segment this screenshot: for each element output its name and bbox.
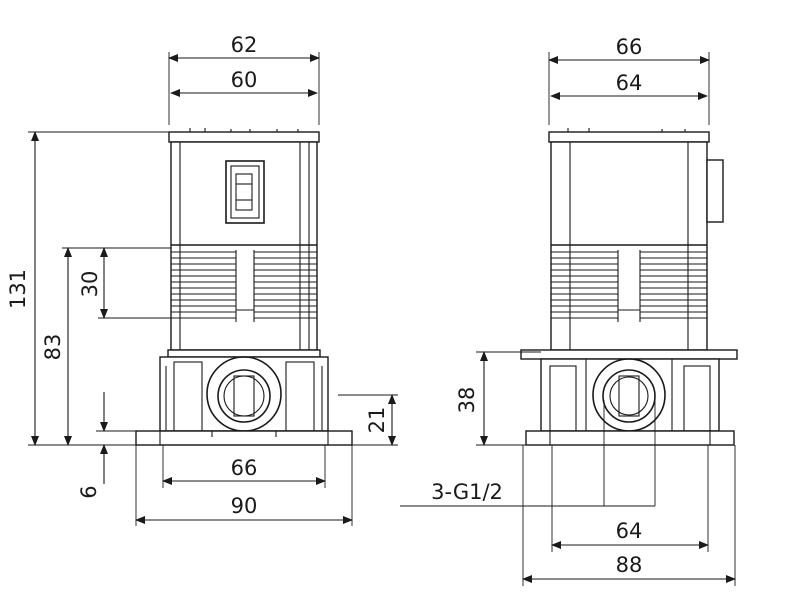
side-boss bbox=[706, 159, 724, 223]
dim-front-30: 30 bbox=[78, 271, 102, 298]
side-ribs bbox=[551, 250, 707, 322]
front-top-cap bbox=[168, 131, 320, 143]
side-collar bbox=[520, 349, 738, 360]
dim-front-66: 66 bbox=[231, 456, 258, 480]
side-body bbox=[550, 141, 708, 351]
thread-spec-label: 3-G1/2 bbox=[431, 480, 503, 504]
dim-front-62: 62 bbox=[231, 33, 258, 57]
side-lower-housing bbox=[540, 358, 720, 432]
front-collar bbox=[167, 349, 321, 358]
side-top-cap bbox=[548, 131, 710, 143]
selector-window bbox=[225, 160, 265, 224]
dim-front-90: 90 bbox=[231, 494, 258, 518]
dim-side-64-top: 64 bbox=[616, 71, 643, 95]
dim-front-6: 6 bbox=[77, 485, 101, 498]
dim-side-66: 66 bbox=[616, 35, 643, 59]
front-ribs bbox=[171, 250, 317, 322]
front-lower-housing bbox=[159, 356, 329, 432]
side-view: 66 64 38 3-G1/2 64 88 bbox=[400, 35, 738, 586]
dim-side-64-base: 64 bbox=[616, 519, 643, 543]
dim-front-60: 60 bbox=[231, 68, 258, 92]
front-body bbox=[170, 141, 318, 351]
dim-side-88: 88 bbox=[616, 553, 643, 577]
front-base-plate bbox=[135, 430, 353, 446]
dim-front-131: 131 bbox=[6, 269, 30, 309]
dim-front-83: 83 bbox=[41, 334, 65, 361]
side-base-plate bbox=[525, 430, 735, 446]
front-view: 62 60 131 83 30 6 21 66 bbox=[6, 33, 398, 526]
dim-front-21: 21 bbox=[365, 407, 389, 434]
dim-side-38: 38 bbox=[455, 387, 479, 414]
